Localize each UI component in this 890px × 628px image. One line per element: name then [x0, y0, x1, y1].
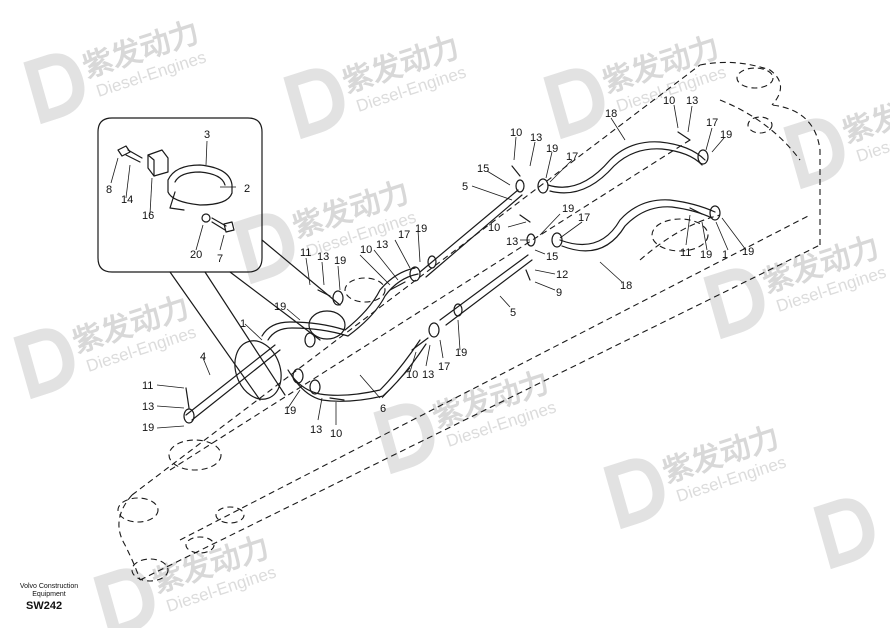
callout-label: 13 [142, 401, 154, 413]
callout-label: 6 [380, 403, 386, 415]
callout-label: 3 [204, 129, 210, 141]
drawing-code: SW242 [26, 600, 63, 612]
watermark-layer: 紫发动力 Diesel-Engines 紫发动力 Diesel-Engines … [13, 15, 890, 628]
callout-label: 15 [477, 163, 489, 175]
callout-label: 5 [510, 307, 516, 319]
callout-label: 16 [142, 210, 154, 222]
callout-label: 11 [142, 380, 153, 392]
callout-label: 19 [284, 405, 296, 417]
callout-label: 19 [700, 249, 712, 261]
callout-label: 18 [605, 108, 617, 120]
callout-label: 9 [556, 287, 562, 299]
callout-label: 12 [556, 269, 568, 281]
publisher-name: Volvo Construction [19, 583, 79, 590]
callout-label: 10 [488, 222, 500, 234]
callout-label: 17 [438, 361, 450, 373]
publisher-block: Volvo Construction Equipment [14, 583, 84, 599]
callout-label: 17 [566, 151, 578, 163]
callout-label: 19 [415, 223, 427, 235]
callout-label: 10 [406, 369, 418, 381]
callout-label: 11 [300, 247, 311, 259]
callout-label: 19 [720, 129, 732, 141]
callout-label: 14 [121, 194, 133, 206]
publisher-subname: Equipment [32, 591, 66, 598]
callout-label: 1 [722, 249, 728, 261]
callout-label: 8 [106, 184, 112, 196]
hose-assembly [183, 131, 721, 424]
callout-label: 10 [510, 127, 522, 139]
boom-outline [117, 61, 821, 582]
callout-labels: 3 2 8 14 16 20 7 1 4 11 13 19 19 11 13 1… [106, 95, 754, 440]
callout-leaders [110, 104, 747, 429]
callout-label: 10 [330, 428, 342, 440]
callout-label: 13 [310, 424, 322, 436]
callout-label: 17 [706, 117, 718, 129]
callout-label: 2 [244, 183, 250, 195]
callout-label: 19 [742, 246, 754, 258]
callout-label: 13 [376, 239, 388, 251]
callout-label: 20 [190, 249, 202, 261]
callout-label: 11 [680, 247, 691, 259]
callout-label: 19 [546, 143, 558, 155]
callout-label: 10 [360, 244, 372, 256]
callout-label: 17 [578, 212, 590, 224]
callout-label: 13 [506, 236, 518, 248]
callout-label: 10 [663, 95, 675, 107]
callout-label: 15 [546, 251, 558, 263]
callout-label: 13 [686, 95, 698, 107]
callout-label: 19 [455, 347, 467, 359]
callout-label: 18 [620, 280, 632, 292]
callout-label: 4 [200, 351, 206, 363]
callout-label: 13 [317, 251, 329, 263]
callout-label: 19 [334, 255, 346, 267]
callout-label: 19 [142, 422, 154, 434]
callout-label: 7 [217, 253, 223, 265]
callout-label: 19 [562, 203, 574, 215]
callout-label: 17 [398, 229, 410, 241]
callout-label: 5 [462, 181, 468, 193]
callout-label: 13 [422, 369, 434, 381]
callout-label: 1 [240, 318, 246, 330]
callout-label: 19 [274, 301, 286, 313]
callout-label: 13 [530, 132, 542, 144]
